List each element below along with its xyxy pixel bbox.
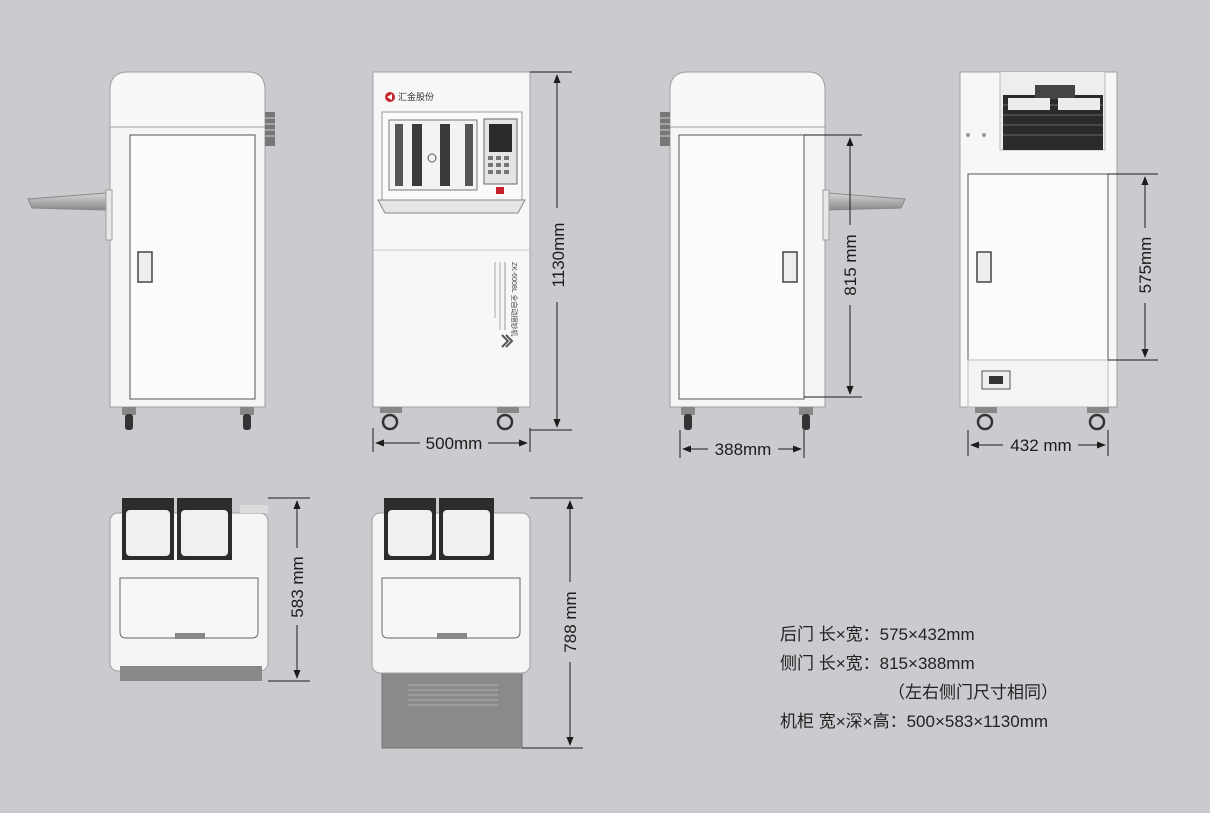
logo-text: 汇金股份: [398, 91, 434, 102]
vent-icon: [660, 112, 670, 146]
vent-icon: [265, 112, 275, 146]
door-handle-icon: [976, 251, 992, 283]
front-width-label: 500mm: [426, 434, 483, 453]
power-switch-icon: [496, 187, 504, 194]
side-width-label: 388mm: [715, 440, 772, 459]
dimension-lines: [268, 71, 1158, 749]
top-view: [109, 498, 269, 681]
caster-icon: [380, 407, 519, 431]
spec-side-door: 侧门 长×宽：815×388mm: [780, 654, 975, 673]
left-side-view: [27, 71, 275, 430]
display-screen: [489, 124, 512, 152]
back-width-label: 432 mm: [1010, 436, 1071, 455]
right-side-view: [660, 71, 906, 430]
back-door-height-label: 575mm: [1136, 237, 1155, 294]
door-handle-icon: [782, 251, 798, 283]
back-view: [959, 71, 1118, 431]
front-height-label: 1130mm: [549, 223, 568, 288]
side-door-height-label: 815 mm: [841, 234, 860, 295]
spec-cabinet: 机柜 宽×深×高：500×583×1130mm: [780, 712, 1049, 731]
spec-rear-door: 后门 长×宽：575×432mm: [780, 625, 975, 644]
right-tray: [827, 192, 906, 211]
top-open-depth-label: 788 mm: [561, 591, 580, 652]
caster-icon: [975, 407, 1109, 431]
spec-side-door-note: （左右侧门尺寸相同）: [888, 683, 1058, 702]
top-depth-label: 583 mm: [288, 556, 307, 617]
svg-text:ZK-6008L 全自动捆钞机: ZK-6008L 全自动捆钞机: [510, 262, 519, 336]
caster-icon: [681, 407, 813, 430]
model-label: ZK-6008L 全自动捆钞机: [494, 262, 519, 348]
top-open-view: [371, 498, 531, 749]
open-tray: [381, 669, 523, 749]
left-tray: [27, 192, 107, 211]
front-view: 汇金股份 ZK-6008L 全自动捆钞机: [372, 71, 531, 431]
brand-logo: 汇金股份: [385, 91, 434, 102]
caster-icon: [122, 407, 254, 430]
door-handle-icon: [137, 251, 153, 283]
